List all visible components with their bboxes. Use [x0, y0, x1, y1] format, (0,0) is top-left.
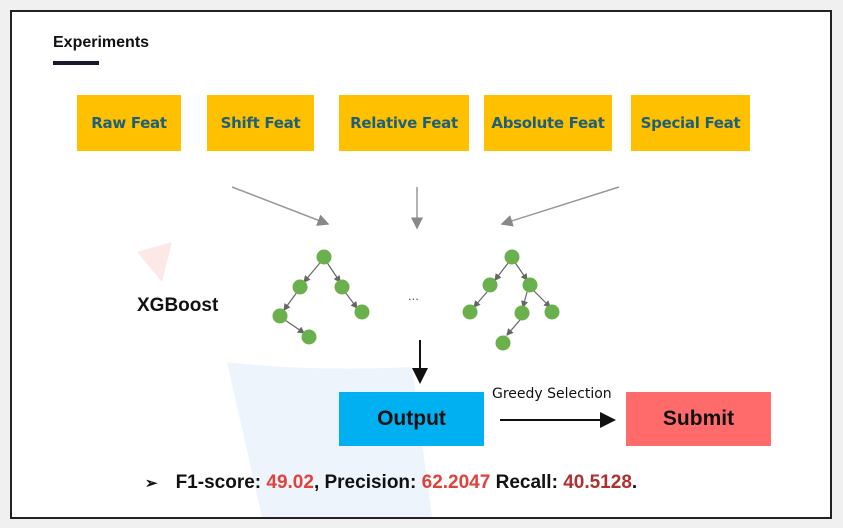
- metrics-end: .: [631, 472, 638, 493]
- feature-box-relative: Relative Feat: [339, 95, 469, 151]
- tree-node: [495, 335, 511, 351]
- precision-value: 62.2047: [421, 472, 491, 493]
- tree-2-nodes: [462, 249, 560, 351]
- slide: Experiments Raw Feat Shift Feat Relative…: [10, 10, 832, 519]
- feature-box-shift: Shift Feat: [207, 95, 314, 151]
- tree-1-nodes: [272, 249, 370, 345]
- feature-box-special: Special Feat: [631, 95, 750, 151]
- f1-label: F1-score:: [175, 472, 262, 493]
- feature-box-raw: Raw Feat: [77, 95, 181, 151]
- tree-node: [272, 308, 288, 324]
- bullet-icon: ➢: [145, 475, 158, 492]
- feature-arrow-left: [231, 186, 330, 226]
- tree-node: [482, 277, 498, 293]
- tree-node: [292, 279, 308, 295]
- tree-node: [462, 304, 478, 320]
- feature-box-absolute: Absolute Feat: [484, 95, 612, 151]
- metrics-line: ➢ F1-score: 49.02, Precision: 62.2047 Rec…: [145, 472, 637, 494]
- tree-node: [544, 304, 560, 320]
- tree-node: [316, 249, 332, 265]
- tree-2-edges: [473, 257, 551, 336]
- watermark-shape: [137, 242, 172, 282]
- tree-node: [301, 329, 317, 345]
- ellipsis: ...: [408, 288, 419, 303]
- f1-value: 49.02: [266, 472, 314, 493]
- edge-label: Greedy Selection: [492, 386, 612, 402]
- tree-node: [334, 279, 350, 295]
- title-underline: [53, 61, 99, 65]
- recall-label: Recall:: [495, 472, 558, 493]
- feature-arrow-right: [500, 186, 620, 227]
- tree-node: [514, 305, 530, 321]
- slide-title: Experiments: [53, 34, 150, 51]
- tree-node: [522, 277, 538, 293]
- tree-node: [354, 304, 370, 320]
- output-box: Output: [339, 392, 484, 446]
- tree-1-edges: [281, 257, 358, 334]
- tree-node: [504, 249, 520, 265]
- model-label: XGBoost: [137, 295, 219, 316]
- precision-label: , Precision:: [313, 472, 417, 493]
- recall-value: 40.5128: [563, 472, 632, 493]
- submit-box: Submit: [626, 392, 771, 446]
